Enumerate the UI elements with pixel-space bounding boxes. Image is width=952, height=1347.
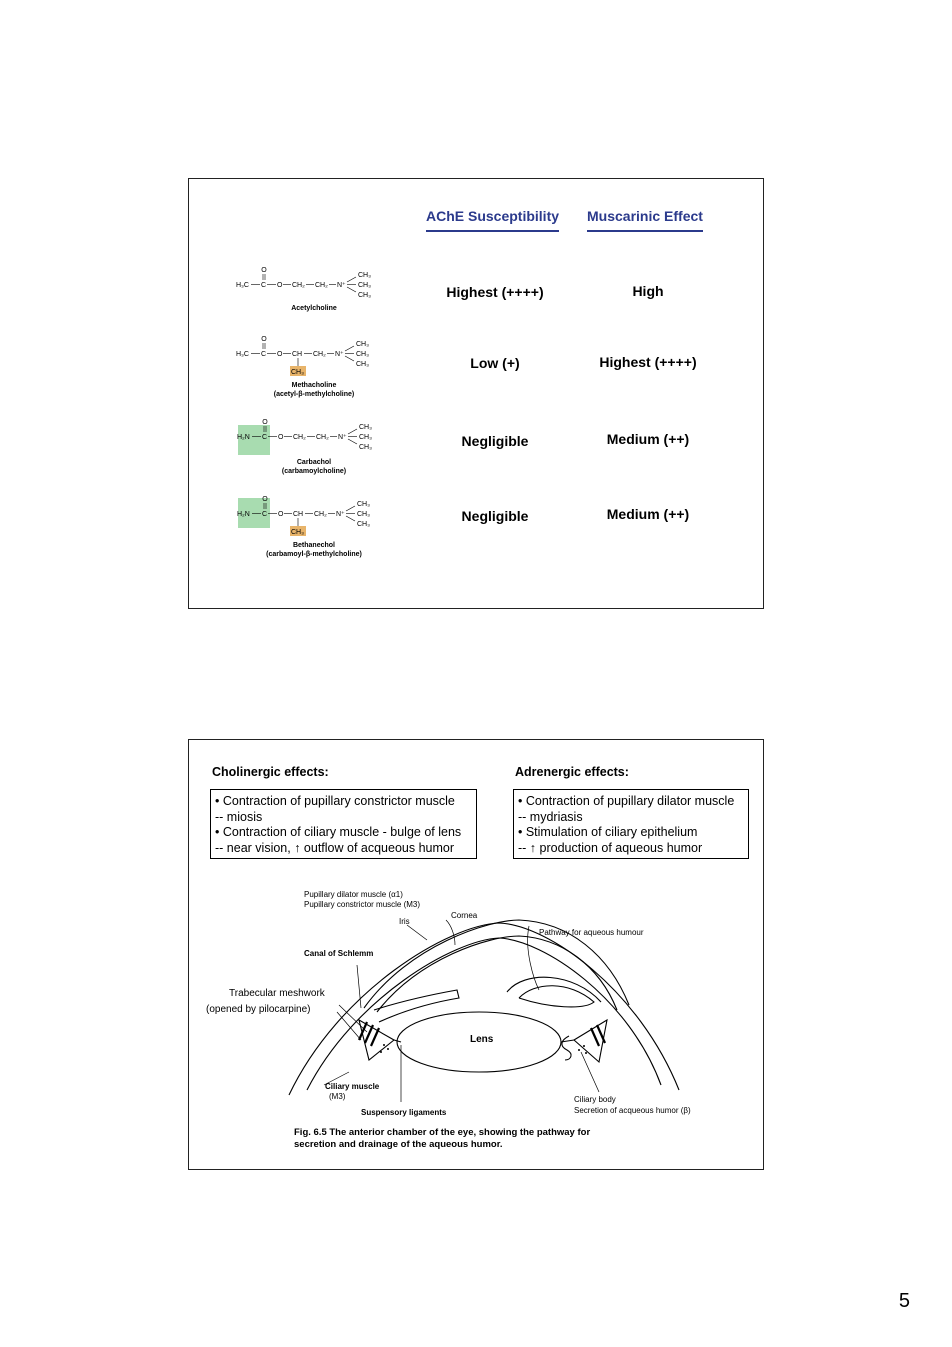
svg-text:CH₃: CH₃ — [358, 292, 371, 299]
structure-name: Methacholine — [234, 382, 394, 391]
structure-subname: (carbamoylcholine) — [234, 468, 394, 477]
svg-text:H₃C: H₃C — [236, 351, 249, 358]
svg-text:O: O — [278, 511, 284, 518]
slide-eye-effects: Cholinergic effects: Adrenergic effects:… — [188, 739, 764, 1170]
svg-text:CH₃: CH₃ — [359, 434, 372, 441]
label-ciliary-muscle: Ciliary muscle — [325, 1082, 379, 1091]
svg-text:C: C — [262, 434, 267, 441]
svg-text:H₃C: H₃C — [236, 282, 249, 289]
svg-text:CH₂: CH₂ — [313, 351, 326, 358]
svg-text:CH₃: CH₃ — [359, 424, 372, 431]
label-trabecular-note: (opened by pilocarpine) — [206, 1004, 311, 1016]
slide-choline-esters: AChE Susceptibility Muscarinic Effect O … — [188, 178, 764, 609]
ache-bethanechol: Negligible — [420, 508, 570, 524]
muscarinic-carbachol: Medium (++) — [573, 431, 723, 447]
svg-text:CH₃: CH₃ — [356, 361, 369, 368]
muscarinic-acetylcholine: High — [573, 283, 723, 299]
label-trabecular: Trabecular meshwork — [229, 988, 325, 1000]
ache-acetylcholine: Highest (++++) — [420, 284, 570, 300]
eye-anterior-chamber-diagram — [189, 740, 763, 1168]
ache-methacholine: Low (+) — [420, 355, 570, 371]
page-number: 5 — [899, 1290, 910, 1313]
svg-text:N⁺: N⁺ — [335, 351, 344, 358]
label-secretion: Secretion of acqueous humor (β) — [574, 1106, 691, 1115]
svg-text:CH₂: CH₂ — [316, 434, 329, 441]
ache-carbachol: Negligible — [420, 433, 570, 449]
header-muscarinic-effect: Muscarinic Effect — [587, 208, 703, 232]
svg-text:CH₃: CH₃ — [291, 529, 304, 536]
label-cornea: Cornea — [451, 911, 477, 920]
label-constrictor: Pupillary constrictor muscle (M3) — [304, 900, 420, 909]
label-canal-schlemm: Canal of Schlemm — [304, 949, 373, 958]
svg-text:O: O — [277, 351, 283, 358]
label-lens: Lens — [470, 1034, 493, 1045]
svg-text:CH₃: CH₃ — [356, 341, 369, 348]
label-ciliary-muscle-m3: (M3) — [329, 1092, 345, 1101]
svg-text:C: C — [261, 351, 266, 358]
label-pathway: Pathway for aqueous humour — [539, 928, 644, 937]
svg-text:N⁺: N⁺ — [337, 282, 346, 289]
svg-text:N⁺: N⁺ — [336, 511, 345, 518]
structure-name: Acetylcholine — [234, 305, 394, 314]
structure-bethanechol: O H₂N C O CH CH₃ CH₂ N⁺ CH₃ CH₃ CH₃ Beth… — [234, 492, 394, 560]
structure-name: Bethanechol — [234, 542, 394, 551]
svg-text:O: O — [278, 434, 284, 441]
svg-text:CH₂: CH₂ — [315, 282, 328, 289]
muscarinic-bethanechol: Medium (++) — [573, 506, 723, 522]
svg-text:CH₃: CH₃ — [358, 282, 371, 289]
label-suspensory: Suspensory ligaments — [361, 1108, 446, 1117]
label-iris: Iris — [399, 917, 410, 926]
structure-subname: (carbamoyl-β-methylcholine) — [234, 551, 394, 560]
svg-text:O: O — [277, 282, 283, 289]
label-ciliary-body: Ciliary body — [574, 1095, 616, 1104]
muscarinic-methacholine: Highest (++++) — [573, 354, 723, 370]
structure-methacholine: O H₃C C O CH CH₃ CH₂ N⁺ CH₃ CH₃ CH₃ Meth… — [234, 332, 394, 400]
svg-text:O: O — [262, 419, 268, 426]
structure-subname: (acetyl-β-methylcholine) — [234, 391, 394, 400]
svg-text:CH₂: CH₂ — [293, 434, 306, 441]
header-ache-susceptibility: AChE Susceptibility — [426, 208, 559, 232]
svg-text:O: O — [261, 267, 267, 274]
structure-acetylcholine: O H₃C C O CH₂ CH₂ N⁺ CH₃ CH₃ CH₃ Acetylc… — [234, 263, 394, 314]
svg-text:CH: CH — [293, 511, 303, 518]
svg-text:C: C — [262, 511, 267, 518]
svg-text:H₂N: H₂N — [237, 434, 250, 441]
svg-text:H₂N: H₂N — [237, 511, 250, 518]
svg-text:CH₃: CH₃ — [357, 501, 370, 508]
svg-text:C: C — [261, 282, 266, 289]
svg-text:CH₂: CH₂ — [314, 511, 327, 518]
svg-text:CH₃: CH₃ — [291, 369, 304, 376]
svg-text:O: O — [261, 336, 267, 343]
svg-text:N⁺: N⁺ — [338, 434, 347, 441]
structure-carbachol: O H₂N C O CH₂ CH₂ N⁺ CH₃ CH₃ CH₃ Carbach… — [234, 415, 394, 477]
svg-text:O: O — [262, 496, 268, 503]
label-dilator: Pupillary dilator muscle (α1) — [304, 890, 403, 899]
structure-name: Carbachol — [234, 459, 394, 468]
svg-text:CH₃: CH₃ — [358, 272, 371, 279]
svg-text:CH₃: CH₃ — [359, 444, 372, 451]
svg-text:CH₃: CH₃ — [357, 521, 370, 528]
svg-text:CH₃: CH₃ — [356, 351, 369, 358]
figure-caption: Fig. 6.5 The anterior chamber of the eye… — [294, 1127, 590, 1152]
svg-text:CH₂: CH₂ — [292, 282, 305, 289]
svg-text:CH: CH — [292, 351, 302, 358]
svg-text:CH₃: CH₃ — [357, 511, 370, 518]
